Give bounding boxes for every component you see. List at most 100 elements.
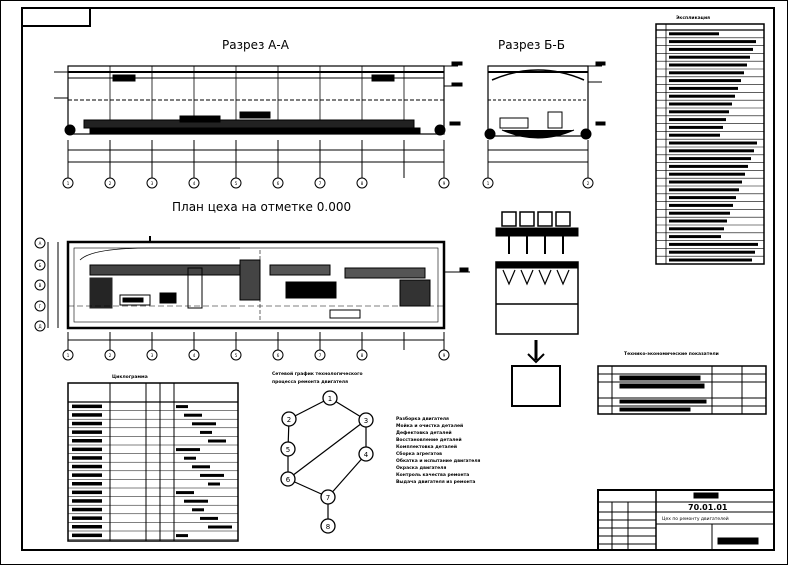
cyclogram-bar — [208, 525, 232, 529]
explication-row-text-mark — [669, 180, 742, 184]
explication-row-text-mark — [669, 47, 753, 51]
cyclogram-row-mark — [72, 464, 102, 469]
svg-text:7: 7 — [319, 353, 322, 358]
explication-row-text-mark — [669, 219, 727, 223]
row-marker: Г — [34, 300, 46, 312]
cyclogram-row-mark — [72, 516, 102, 520]
svg-text:8: 8 — [361, 353, 364, 358]
legend-item: Контроль качества ремонта — [396, 472, 469, 478]
axis-markers-aa: 1 2 3 4 5 6 7 8 9 — [62, 177, 450, 189]
explication-row-text-mark — [669, 40, 756, 44]
cyclogram-row-mark — [72, 499, 102, 503]
svg-text:9: 9 — [443, 353, 446, 358]
section-aa-title: Разрез А-А — [222, 38, 290, 52]
explication-row-text-mark — [669, 79, 741, 83]
svg-text:9: 9 — [443, 181, 446, 186]
cyclogram-row-mark — [72, 439, 102, 443]
plan-title: План цеха на отметке 0.000 — [172, 200, 351, 214]
explication-row-text-mark — [669, 94, 735, 98]
inner-frame — [21, 7, 775, 551]
axis-markers-bb: 1 2 — [482, 177, 594, 189]
explication-row-text-mark — [669, 235, 721, 239]
explication-row-text-mark — [669, 125, 723, 129]
cyclogram-bar — [208, 482, 220, 486]
legend-item: Мойка и очистка деталей — [396, 422, 463, 429]
legend-item: Разборка двигателя — [396, 415, 449, 422]
axis-marker: 9 — [438, 349, 450, 361]
svg-text:5: 5 — [235, 181, 238, 186]
axis-marker: 1 — [62, 177, 74, 189]
svg-text:3: 3 — [151, 181, 154, 186]
explication-row-text-mark — [669, 172, 745, 176]
cyclogram-bar — [200, 430, 212, 434]
explication-row-text-mark — [669, 227, 724, 231]
cyclogram-row-mark — [72, 482, 102, 486]
cyclogram-bar — [184, 413, 202, 417]
explication-row-text-mark — [669, 211, 730, 215]
svg-text:5: 5 — [235, 353, 238, 358]
cyclogram-bar — [200, 516, 218, 520]
axis-marker: 3 — [146, 177, 158, 189]
explication-row-text-mark — [669, 149, 754, 153]
explication-row-text-mark — [669, 32, 719, 36]
svg-text:7: 7 — [319, 181, 322, 186]
axis-marker: 8 — [356, 349, 368, 361]
cyclogram-row-mark — [72, 456, 102, 460]
explication-row-text-mark — [669, 242, 758, 246]
axis-marker: 1 — [482, 177, 494, 189]
corner-stamp — [21, 7, 91, 27]
axis-marker: 6 — [272, 177, 284, 189]
svg-text:3: 3 — [364, 417, 368, 425]
cyclogram-bar — [184, 456, 196, 460]
svg-text:2: 2 — [109, 353, 112, 358]
graph-node: 7 — [320, 489, 336, 505]
svg-text:2: 2 — [587, 181, 590, 186]
cyclogram-bar — [184, 499, 208, 503]
legend-item: Дефектовка деталей — [396, 429, 452, 436]
explication-row-text-mark — [669, 71, 744, 75]
axis-marker: 3 — [146, 349, 158, 361]
svg-text:5: 5 — [286, 446, 290, 454]
axis-marker: 2 — [104, 349, 116, 361]
svg-text:4: 4 — [364, 451, 369, 459]
graph-node: 5 — [280, 441, 296, 457]
section-aa-drawing — [54, 61, 463, 136]
svg-text:8: 8 — [326, 523, 330, 531]
graph-node: 2 — [281, 411, 297, 427]
axis-marker: 5 — [230, 349, 242, 361]
svg-text:В: В — [39, 283, 42, 288]
graph-title-line-1: Сетевой график технологического — [272, 370, 363, 377]
row-marker: В — [34, 279, 46, 291]
explication-row-text-mark — [669, 250, 755, 254]
svg-text:1: 1 — [328, 395, 332, 403]
svg-text:4: 4 — [193, 181, 196, 186]
cyclogram-row-mark — [72, 473, 102, 477]
cyclogram-row-mark — [72, 525, 102, 529]
graph-node: 4 — [358, 446, 374, 462]
svg-text:3: 3 — [151, 353, 154, 358]
svg-text:Б: Б — [39, 263, 42, 268]
axis-marker: 9 — [438, 177, 450, 189]
axis-marker: 7 — [314, 177, 326, 189]
cyclogram-row-mark — [72, 447, 102, 452]
graph-node: 3 — [358, 412, 374, 428]
axis-marker: 2 — [582, 177, 594, 189]
axis-marker: 2 — [104, 177, 116, 189]
row-marker: Д — [34, 320, 46, 332]
cyclogram-title: Циклограмма — [112, 374, 148, 380]
tech-econ-title: Технико-экономические показатели — [624, 351, 719, 357]
axis-marker: 8 — [356, 177, 368, 189]
title-block — [597, 489, 775, 551]
cyclogram-bar — [192, 422, 216, 426]
explication-rows — [656, 32, 764, 265]
explication-row-text-mark — [669, 110, 729, 114]
svg-text:2: 2 — [287, 416, 291, 424]
svg-text:1: 1 — [67, 353, 70, 358]
svg-text:6: 6 — [286, 476, 291, 484]
tech-econ-table — [597, 365, 767, 415]
explication-row-text-mark — [669, 63, 747, 67]
cyclogram-row-mark — [72, 533, 102, 538]
legend-item: Выдача двигателя из ремонта — [396, 479, 475, 485]
explication-row-text-mark — [669, 196, 736, 200]
